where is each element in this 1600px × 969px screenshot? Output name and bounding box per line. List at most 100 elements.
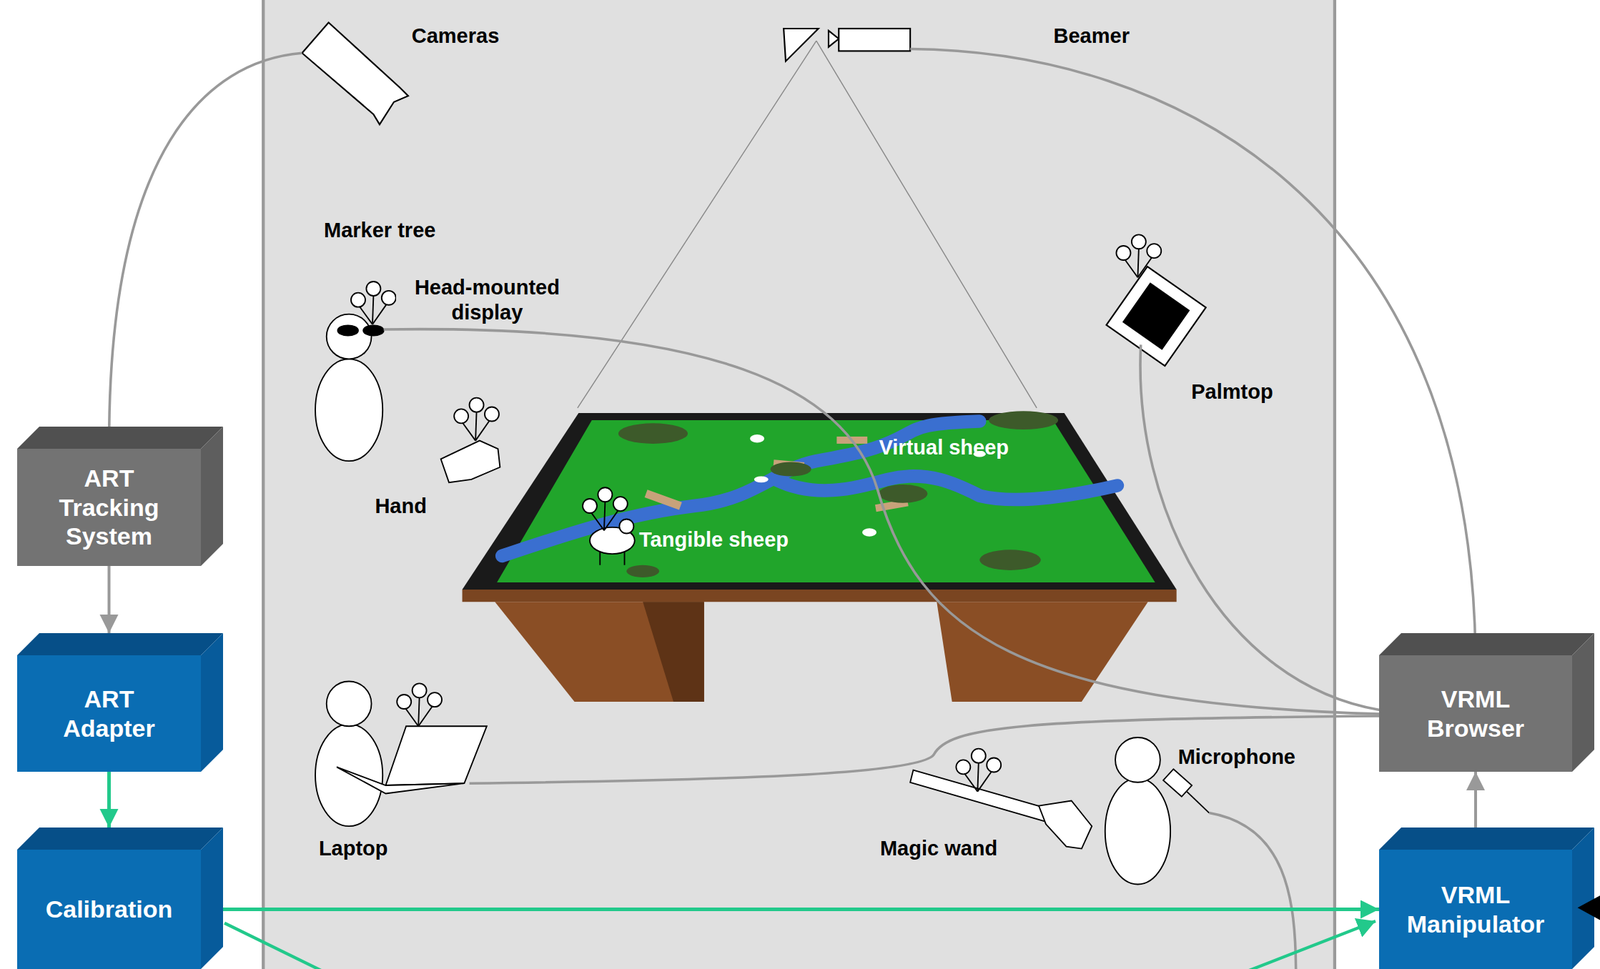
box-top <box>17 426 224 449</box>
wire <box>109 52 303 429</box>
hand-symbol <box>453 398 500 442</box>
magic-wand <box>1038 800 1092 849</box>
box-face: VRML Manipulator <box>1379 850 1573 969</box>
tree <box>618 423 688 444</box>
palmtop-symbol <box>1106 234 1207 367</box>
tree <box>979 549 1041 571</box>
box-side <box>200 426 224 567</box>
projection-line <box>577 40 817 409</box>
table <box>462 589 1177 602</box>
part-label: Cameras <box>410 23 502 49</box>
box-label: VRML Browser <box>1402 684 1550 744</box>
beamer-symbol <box>838 28 911 51</box>
tree <box>878 484 928 504</box>
person-figure <box>351 281 397 325</box>
box-top <box>1379 827 1595 851</box>
box-face: ART Adapter <box>17 655 201 773</box>
river <box>775 476 1118 500</box>
tangible-sheep <box>619 519 634 535</box>
process-box: Calibration <box>17 827 224 969</box>
person-figure <box>315 358 383 462</box>
laptop-symbol <box>336 767 464 794</box>
process-box: ART Adapter <box>17 633 224 773</box>
box-face: ART Tracking System <box>17 448 201 567</box>
magic-wand <box>910 749 1092 850</box>
palmtop-symbol <box>1123 283 1189 349</box>
tangible-sheep <box>582 487 628 531</box>
box-side <box>200 633 224 773</box>
box-front <box>17 655 201 773</box>
box-label: VRML Manipulator <box>1400 880 1551 940</box>
part-label: Hand <box>373 494 429 520</box>
wire <box>469 716 1380 784</box>
palmtop-symbol <box>1115 234 1162 278</box>
box-side <box>1572 827 1595 969</box>
beamer-symbol <box>828 30 839 48</box>
box-front <box>17 448 201 567</box>
microphone-symbol <box>1163 769 1209 813</box>
box-text-group: VRML Manipulator <box>1400 880 1551 940</box>
hand-symbol <box>441 441 501 484</box>
box-text-group: VRML Browser <box>1402 684 1550 744</box>
box-front <box>1379 850 1573 969</box>
connector <box>107 566 111 634</box>
panel <box>263 0 1335 969</box>
part-label: Laptop <box>317 836 390 862</box>
palmtop-symbol <box>1106 266 1207 367</box>
wire <box>1140 344 1380 710</box>
box-side <box>1572 633 1595 773</box>
virtual-sheep <box>749 434 765 443</box>
process-box: VRML Manipulator <box>1379 827 1595 969</box>
part-label: Virtual sheep <box>877 435 1011 461</box>
box-face: VRML Browser <box>1379 655 1573 773</box>
magic-wand <box>955 749 1001 793</box>
tangible-sheep <box>582 487 635 565</box>
box-front <box>1379 655 1573 773</box>
table <box>496 420 1156 583</box>
connector <box>1474 772 1478 828</box>
box-text-group: Calibration <box>45 895 174 925</box>
tree <box>618 411 1059 578</box>
hand-symbol <box>441 398 501 483</box>
magic-wand <box>910 770 1056 824</box>
box-face: Calibration <box>17 850 201 969</box>
table <box>642 601 705 703</box>
projection-line <box>577 40 1037 409</box>
tree <box>626 565 660 578</box>
laptop-symbol <box>386 726 487 786</box>
data-line <box>224 923 329 969</box>
camera-symbol <box>301 22 408 125</box>
connector <box>223 907 1380 912</box>
box-text-group: ART Adapter <box>41 684 178 744</box>
beamer-symbol <box>783 28 911 62</box>
person-figure <box>337 325 359 336</box>
table <box>462 413 1177 590</box>
table <box>462 413 1177 703</box>
laptop-symbol <box>336 683 487 794</box>
connector <box>107 772 111 828</box>
bridge <box>644 436 909 512</box>
camera-symbol <box>301 22 408 125</box>
laptop-symbol <box>396 683 442 727</box>
box-side <box>200 827 224 969</box>
projection-line <box>816 40 1037 409</box>
part-label: Magic wand <box>878 836 999 862</box>
person-figure <box>326 681 372 727</box>
part-label: Marker tree <box>322 218 437 244</box>
panel <box>263 0 1335 969</box>
person-figure <box>326 314 372 360</box>
person-figure <box>1105 778 1171 885</box>
person-figure <box>315 281 1171 886</box>
wire <box>910 49 1476 654</box>
data-line <box>109 921 1376 969</box>
bridge <box>644 489 683 510</box>
river <box>501 421 1118 557</box>
microphone-symbol <box>1186 792 1209 814</box>
wire <box>383 329 1380 715</box>
wire <box>109 49 1476 969</box>
wire <box>1208 813 1296 969</box>
virtual-sheep <box>862 528 877 537</box>
part-label: Tangible sheep <box>637 527 790 553</box>
